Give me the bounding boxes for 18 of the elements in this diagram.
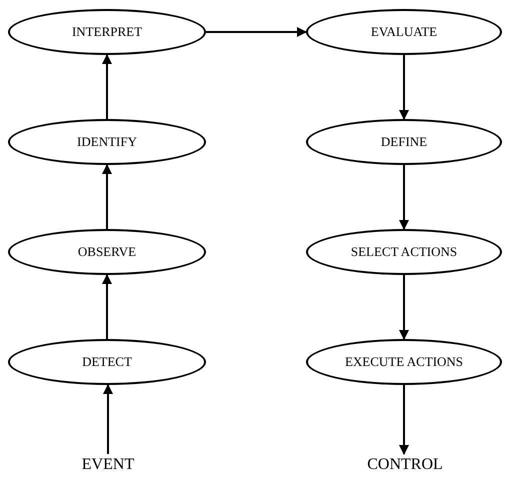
arrow	[102, 54, 112, 119]
arrow	[102, 274, 112, 339]
ellipse-node: INTERPRET	[8, 9, 206, 55]
ellipse-node: OBSERVE	[8, 229, 206, 275]
arrow	[399, 55, 409, 120]
arrow	[399, 385, 409, 455]
ellipse-node: DETECT	[8, 339, 206, 385]
ellipse-node: SELECT ACTIONS	[306, 229, 502, 275]
arrow	[399, 275, 409, 340]
arrow	[103, 384, 113, 454]
ellipse-node: EXECUTE ACTIONS	[306, 339, 502, 385]
ellipse-node: EVALUATE	[306, 9, 502, 55]
terminal-label: CONTROL	[360, 454, 450, 476]
arrow	[399, 165, 409, 230]
terminal-label: EVENT	[68, 454, 148, 476]
arrow	[102, 164, 112, 229]
ellipse-node: IDENTIFY	[8, 119, 206, 165]
ellipse-node: DEFINE	[306, 119, 502, 165]
